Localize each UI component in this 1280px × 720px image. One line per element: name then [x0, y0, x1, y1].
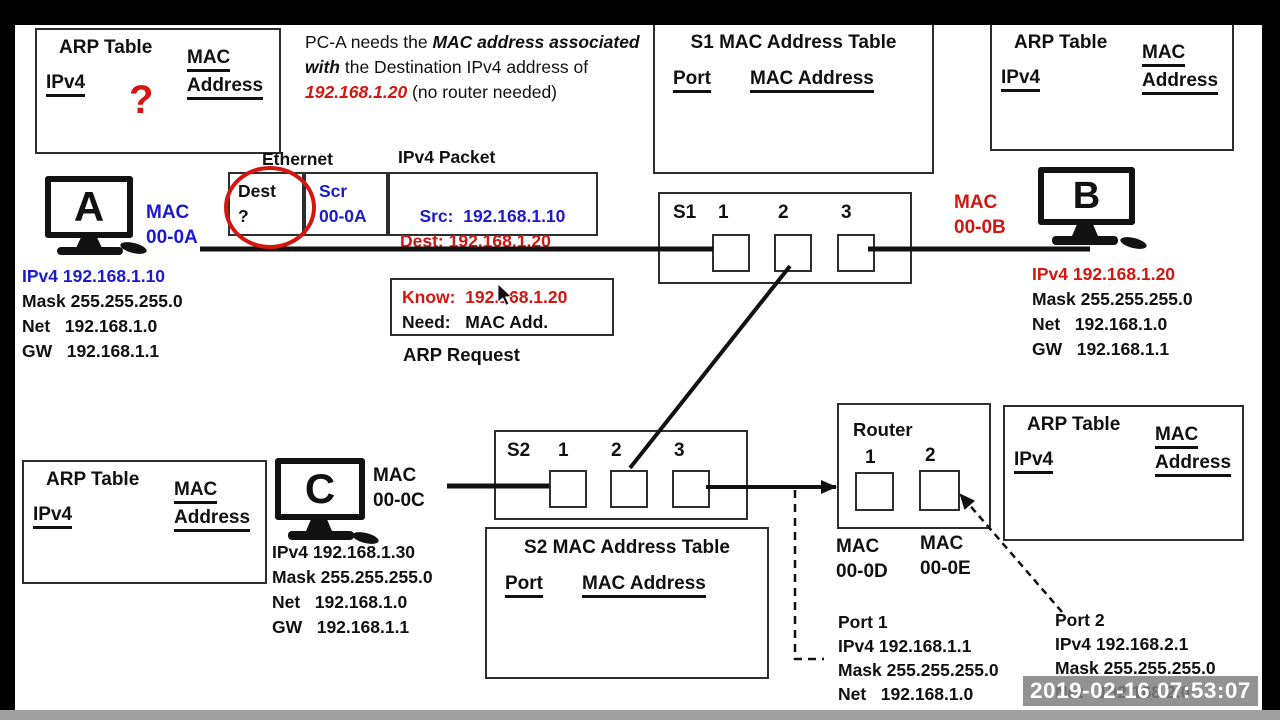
arp-table-title: ARP Table — [59, 37, 153, 58]
monitor-stand — [76, 238, 102, 248]
pc-a-monitor-icon: A — [45, 176, 133, 238]
s2-port-3 — [672, 470, 710, 508]
ipv4-column-header: IPv4 — [46, 73, 86, 97]
port-number-1: 1 — [558, 440, 569, 461]
letterbox-left — [0, 25, 15, 710]
ipv4-column-header: IPv4 — [1001, 68, 1041, 92]
port-number-1: 1 — [865, 447, 876, 468]
ipv4-column-header: IPv4 — [33, 505, 73, 529]
callout-dashed-port1 — [793, 490, 824, 661]
table-title: S2 MAC Address Table — [524, 537, 730, 558]
lesson-text: PC-A needs the MAC address associated wi… — [305, 32, 640, 102]
monitor-base — [57, 247, 123, 255]
monitor-base — [1052, 236, 1118, 245]
s2-port-1 — [549, 470, 587, 508]
router-port-2 — [919, 470, 960, 511]
router-label: Router — [853, 419, 913, 440]
unknown-mac-question-mark: ? — [129, 78, 154, 122]
pc-b-monitor-icon: B — [1038, 167, 1135, 225]
highlight-ellipse — [224, 166, 316, 249]
port-number-1: 1 — [718, 202, 729, 223]
port-number-3: 3 — [674, 440, 685, 461]
letterbox-right — [1262, 25, 1280, 710]
switch-s2: S2 1 2 3 — [494, 430, 748, 520]
s1-port-2 — [774, 234, 812, 272]
letterbox-bottom — [0, 710, 1280, 720]
port-column-header: Port — [673, 69, 711, 93]
arp-request-label: ARP Request — [403, 344, 520, 365]
monitor-stand — [306, 520, 332, 531]
s2-mac-address-table: S2 MAC Address Table Port MAC Address — [485, 527, 769, 679]
ethernet-label: Ethernet — [262, 149, 333, 169]
pc-c-monitor-icon: C — [275, 458, 365, 520]
arp-table-title: ARP Table — [1014, 32, 1108, 53]
arp-table-title: ARP Table — [1027, 414, 1121, 435]
s1-mac-address-table: S1 MAC Address Table Port MAC Address — [653, 22, 934, 174]
port-number-2: 2 — [611, 440, 622, 461]
ipv4-packet-label: IPv4 Packet — [398, 147, 496, 167]
switch-s1: S1 1 2 3 — [658, 192, 912, 284]
mouse-icon — [119, 239, 148, 257]
monitor-stand — [1072, 225, 1098, 236]
mouse-icon — [1119, 234, 1148, 252]
port-number-2: 2 — [778, 202, 789, 223]
switch-label: S1 — [673, 202, 697, 223]
port-number-3: 3 — [841, 202, 852, 223]
router: Router 1 2 — [837, 403, 991, 529]
mac-address-column-header: MAC Address — [750, 69, 874, 93]
port-number-2: 2 — [925, 445, 936, 466]
ipv4-column-header: IPv4 — [1014, 450, 1054, 474]
table-title: S1 MAC Address Table — [690, 32, 897, 53]
s1-port-3 — [837, 234, 875, 272]
s1-port-1 — [712, 234, 750, 272]
letterbox-top — [0, 0, 1280, 25]
port-column-header: Port — [505, 574, 543, 598]
switch-label: S2 — [507, 440, 531, 461]
s2-port-2 — [610, 470, 648, 508]
mac-address-column-header: MAC Address — [582, 574, 706, 598]
router-port-1 — [855, 472, 894, 511]
recording-timestamp: 2019-02-16 07:53:07 — [1023, 676, 1258, 706]
monitor-base — [288, 531, 354, 540]
arp-table-title: ARP Table — [46, 469, 140, 490]
